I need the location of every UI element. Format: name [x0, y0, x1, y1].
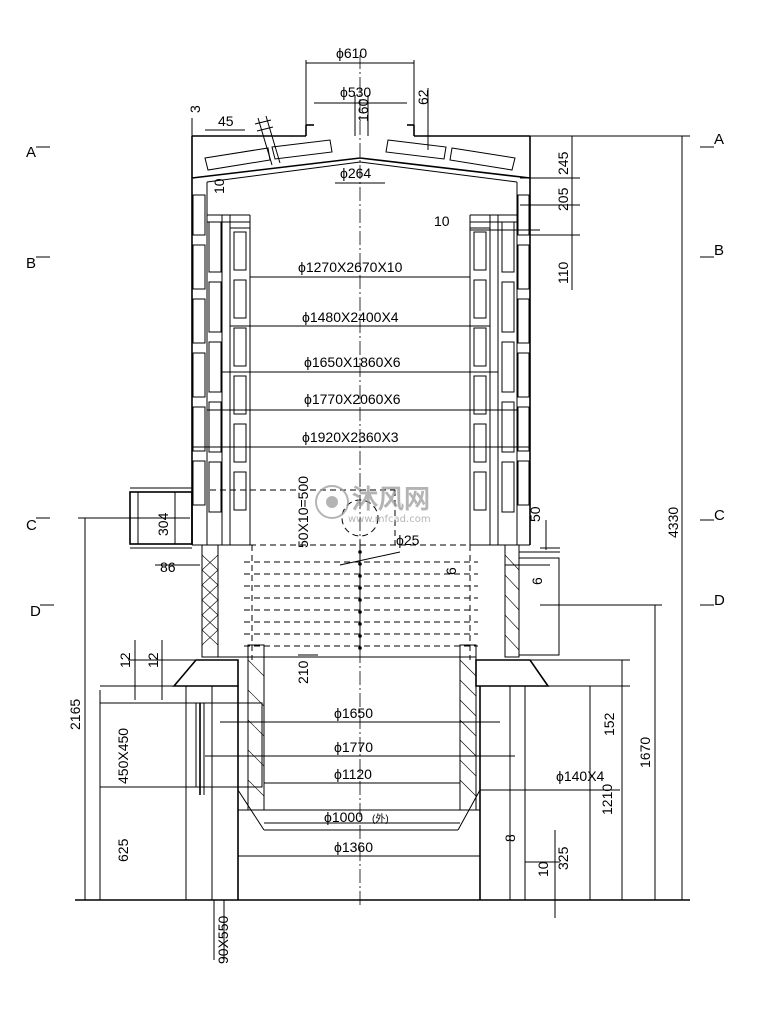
dim-d264: ϕ264 [340, 165, 371, 181]
dim-86: 86 [160, 559, 176, 575]
dim-4330: 4330 [665, 507, 681, 538]
label-phi1770: ϕ1770X2060X6 [304, 391, 401, 407]
dim-8: 8 [502, 834, 518, 842]
dim-1670: 1670 [637, 737, 653, 768]
dim-90x550: 90X550 [215, 916, 231, 964]
section-mark-left-b: B [26, 255, 36, 272]
dim-10-bottom: 10 [535, 861, 551, 877]
dim-110: 110 [555, 261, 571, 284]
watermark: 沐风网 www.mfcad.com [315, 485, 431, 525]
dim-304: 304 [155, 512, 171, 536]
watermark-url: www.mfcad.com [348, 514, 431, 525]
section-mark-left-d: D [30, 603, 41, 620]
dimension-lines [78, 135, 690, 918]
section-mark-right-d: D [714, 592, 725, 609]
dim-625: 625 [115, 838, 131, 862]
left-nozzle [129, 487, 193, 549]
dim-d610: ϕ610 [336, 45, 367, 61]
dim-160: 160 [355, 98, 371, 122]
section-mark-right-c: C [714, 507, 725, 524]
section-marks: A B C D A B C D [26, 131, 725, 620]
section-mark-left-c: C [26, 517, 37, 534]
dim-phi140x4: ϕ140X4 [556, 768, 605, 784]
section-mark-right-a: A [714, 131, 724, 148]
label-base-phi1000-note: (外) [372, 813, 389, 825]
dim-12a: 12 [117, 652, 133, 668]
watermark-cn: 沐风网 [352, 485, 430, 515]
dim-2165: 2165 [67, 699, 83, 730]
top-cap [191, 60, 531, 183]
label-base-phi1360: ϕ1360 [334, 839, 373, 855]
dim-325: 325 [555, 846, 571, 870]
dim-152: 152 [601, 712, 617, 736]
dim-6b: 6 [529, 577, 545, 585]
label-base-phi1120: ϕ1120 [334, 766, 372, 782]
label-base-phi1650: ϕ1650 [334, 705, 373, 721]
label-210: 210 [295, 660, 311, 684]
central-rod [358, 540, 362, 650]
dim-1210: 1210 [599, 784, 615, 815]
dim-62: 62 [415, 89, 431, 105]
dim-245: 245 [555, 151, 571, 175]
dim-d530: ϕ530 [340, 84, 371, 100]
dim-12b: 12 [145, 652, 161, 668]
label-phi1920: ϕ1920X2360X3 [302, 429, 399, 445]
lower-body [75, 544, 690, 960]
dim-6a: 6 [443, 567, 459, 575]
watermark-logo [315, 485, 349, 519]
label-50x10: 50X10=500 [295, 476, 311, 548]
dim-205: 205 [555, 187, 571, 211]
dim-3: 3 [187, 105, 203, 113]
dim-10-top: 10 [211, 178, 227, 194]
label-phi1270: ϕ1270X2670X10 [298, 259, 403, 275]
dim-450x450: 450X450 [115, 728, 131, 784]
section-mark-right-b: B [714, 242, 724, 259]
dim-45: 45 [218, 113, 234, 129]
dim-10-right: 10 [434, 213, 450, 229]
retort-dashed [210, 489, 478, 660]
label-phi1480: ϕ1480X2400X4 [302, 309, 399, 325]
label-base-phi1000: ϕ1000 [324, 809, 363, 825]
label-phi25: ϕ25 [396, 532, 420, 548]
label-phi1650: ϕ1650X1860X6 [304, 354, 401, 370]
dim-50: 50 [527, 506, 543, 522]
label-base-phi1770: ϕ1770 [334, 739, 373, 755]
section-mark-left-a: A [26, 144, 36, 161]
furnace-walls [191, 178, 531, 546]
